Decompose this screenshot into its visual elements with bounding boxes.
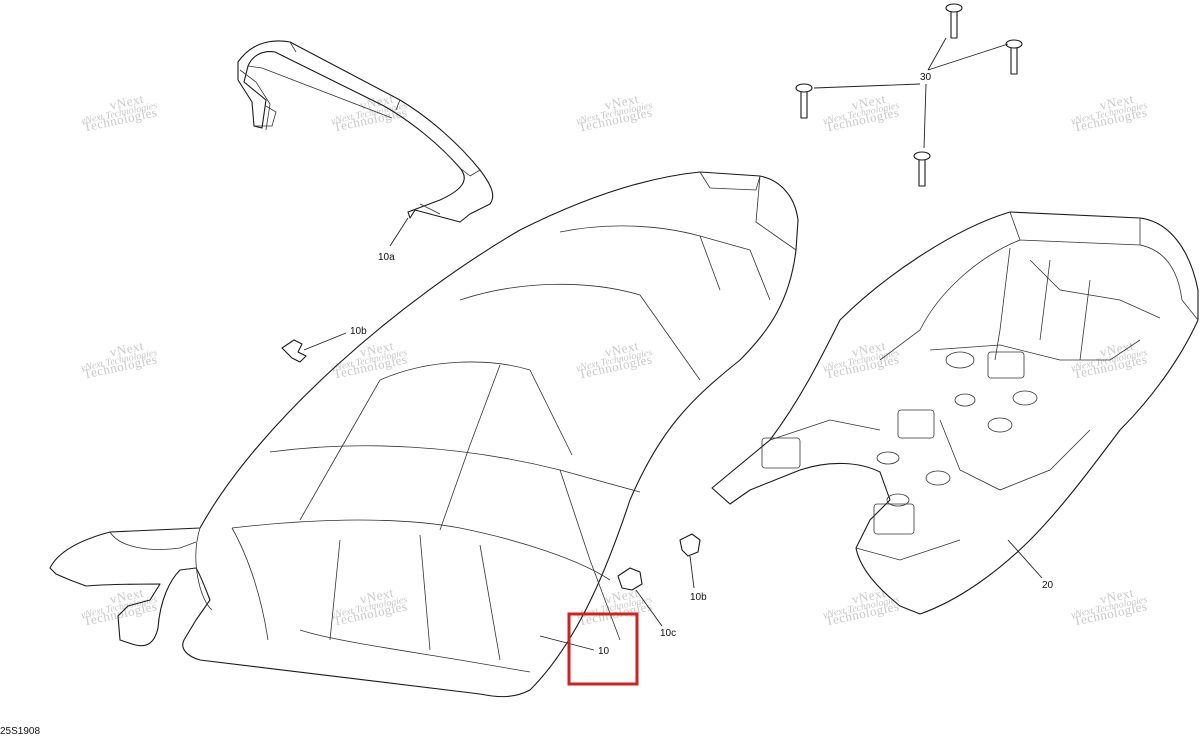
watermark-line1: vNext: [358, 585, 395, 607]
callout-20: 20: [1042, 580, 1054, 591]
watermark-line1: vNext: [108, 338, 145, 360]
bolts-30: [795, 3, 1023, 187]
clip-10b-right: [679, 533, 701, 589]
watermark-line1: vNext: [850, 91, 887, 113]
callout-10b-right: 10b: [690, 592, 707, 603]
watermark-line1: vNext: [1098, 91, 1135, 113]
callout-30: 30: [920, 72, 932, 83]
clip-10b-left: [281, 332, 347, 363]
callout-10a: 10a: [378, 252, 395, 263]
watermark-line1: vNext: [603, 91, 640, 113]
bolt: [945, 3, 963, 39]
bolt: [1005, 39, 1023, 75]
watermark-line1: vNext: [108, 91, 145, 113]
watermark-line1: vNext: [603, 338, 640, 360]
watermark-line1: vNext: [1098, 338, 1135, 360]
leader-10a: [389, 217, 409, 247]
seat-10: [49, 171, 799, 698]
highlight-box: [567, 612, 639, 686]
callout-10c: 10c: [660, 628, 676, 639]
callout-10: 10: [598, 646, 610, 657]
watermark-line1: vNext: [358, 338, 395, 360]
callout-10b-left: 10b: [350, 326, 367, 337]
leader-10: [539, 635, 595, 651]
watermark-line1: vNext: [108, 585, 145, 607]
watermark-line1: vNext: [850, 585, 887, 607]
watermark-line1: vNext: [850, 338, 887, 360]
bolt: [913, 151, 931, 187]
watermark-line1: vNext: [1098, 585, 1135, 607]
leader-20: [1007, 539, 1043, 579]
grab-handle-10a: [237, 40, 494, 223]
clip-10c: [617, 567, 663, 627]
seat-base-20: [711, 211, 1199, 615]
drawing-code: 25S1908: [0, 726, 41, 737]
bolt: [795, 83, 813, 119]
